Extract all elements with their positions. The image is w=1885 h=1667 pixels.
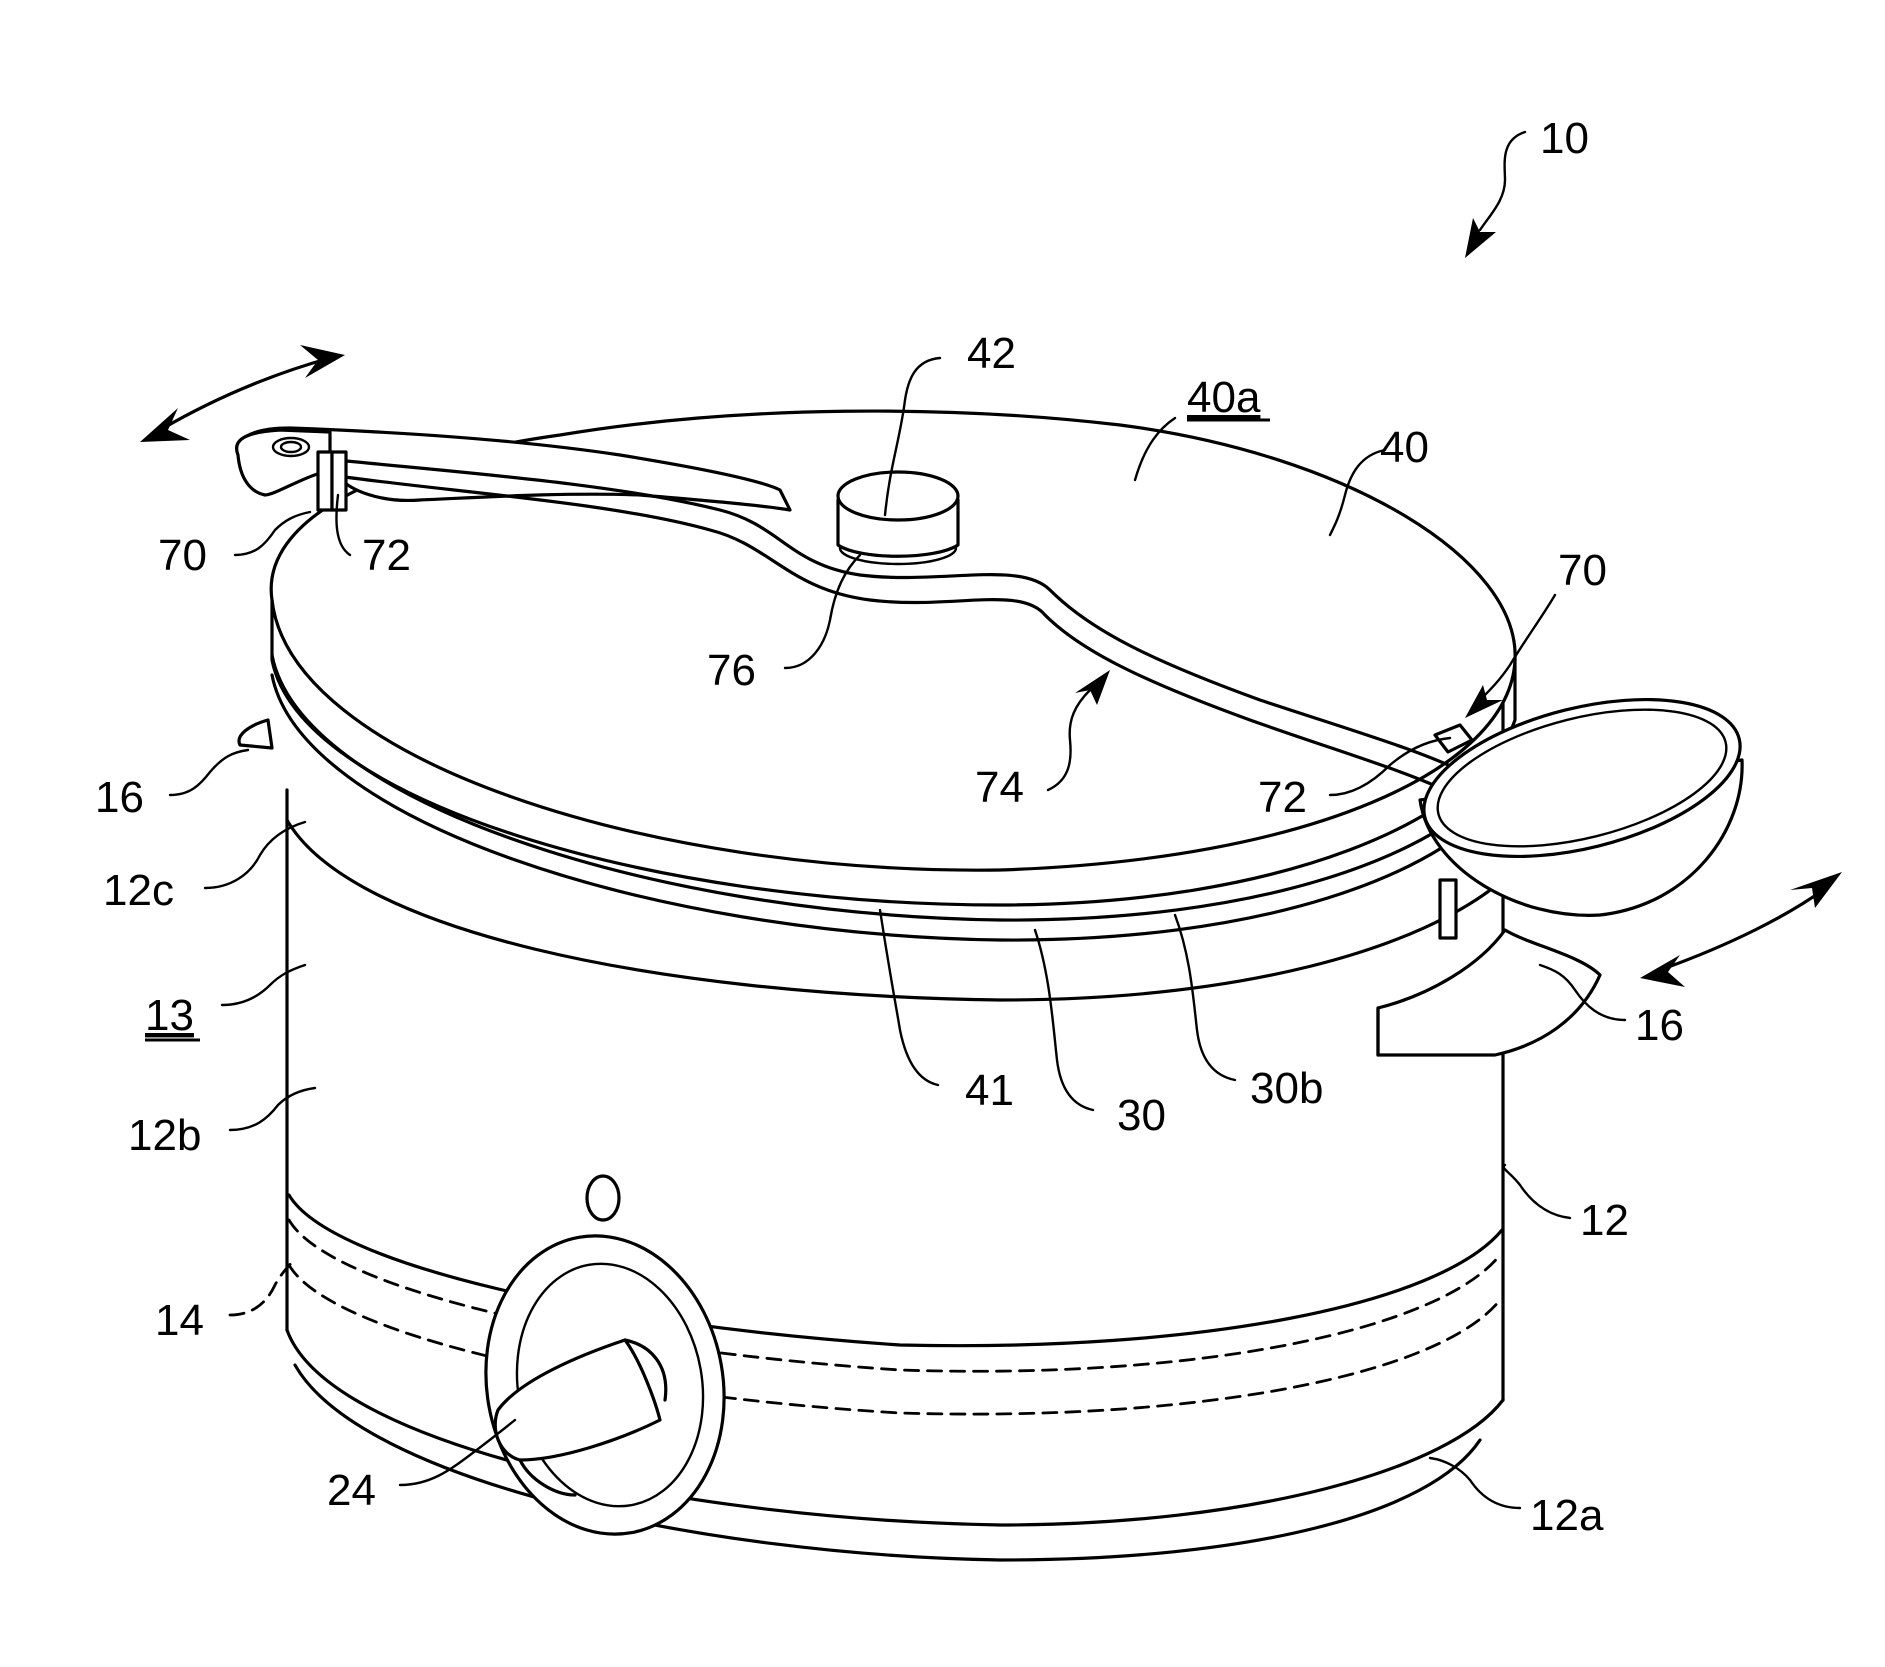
label-24: 24 — [327, 1466, 376, 1515]
label-72-left: 72 — [362, 531, 411, 580]
label-40: 40 — [1380, 423, 1429, 472]
label-30b: 30b — [1250, 1064, 1323, 1113]
side-handle-right — [1378, 930, 1600, 1055]
label-10: 10 — [1540, 114, 1589, 163]
lower-band — [289, 1195, 1502, 1346]
label-12a: 12a — [1530, 1491, 1604, 1540]
label-74: 74 — [975, 763, 1024, 812]
label-16-left: 16 — [95, 773, 144, 822]
label-12: 12 — [1580, 1196, 1629, 1245]
label-30: 30 — [1117, 1091, 1166, 1140]
label-41: 41 — [965, 1066, 1014, 1115]
label-14: 14 — [155, 1296, 204, 1345]
side-handle-left — [239, 720, 272, 748]
label-72-right: 72 — [1258, 773, 1307, 822]
heating-element-dashes — [289, 1220, 1500, 1414]
label-16-right: 16 — [1635, 1001, 1684, 1050]
label-40a: 40a — [1187, 373, 1261, 422]
label-12b: 12b — [128, 1111, 201, 1160]
label-70-right: 70 — [1558, 546, 1607, 595]
label-42: 42 — [967, 329, 1016, 378]
label-70-left: 70 — [158, 531, 207, 580]
control-knob — [463, 1176, 748, 1553]
label-13: 13 — [145, 991, 194, 1040]
label-76: 76 — [707, 646, 756, 695]
lid-handle-knob — [838, 472, 958, 564]
label-12c: 12c — [103, 866, 174, 915]
